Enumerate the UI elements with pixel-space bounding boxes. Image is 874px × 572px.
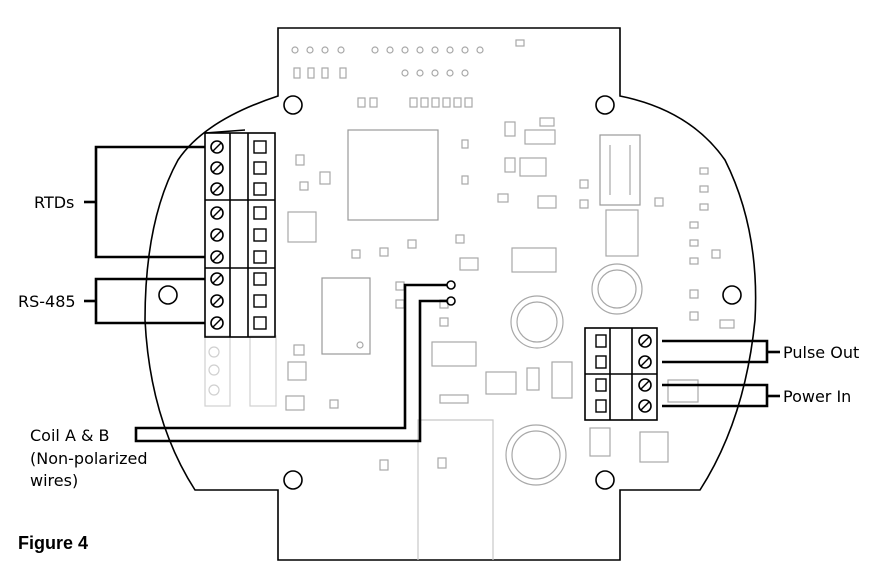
wire-entry-slot xyxy=(253,206,267,220)
mounting-holes xyxy=(158,95,742,490)
terminal-screw xyxy=(210,316,224,330)
screw-slot xyxy=(640,336,650,346)
rs485-label: RS-485 xyxy=(18,292,76,311)
power-in-bracket xyxy=(662,383,769,408)
terminal-screw xyxy=(210,161,224,175)
terminal-screw xyxy=(210,228,224,242)
screw-slot xyxy=(212,184,222,194)
terminal-screw xyxy=(638,334,652,348)
screw-slot xyxy=(212,274,222,284)
coil-label-line3: wires) xyxy=(30,471,79,490)
screw-slot xyxy=(640,380,650,390)
left-terminal-block xyxy=(204,129,276,338)
wire-entry-slot xyxy=(253,228,267,242)
board-outline xyxy=(144,27,757,561)
wire-entry-slot xyxy=(253,250,267,264)
right-terminal-slots xyxy=(595,334,607,413)
terminal-screw xyxy=(210,294,224,308)
terminal-screw xyxy=(638,378,652,392)
terminal-screw xyxy=(210,182,224,196)
wire-entry-slot xyxy=(595,378,607,392)
rtds-label: RTDs xyxy=(34,193,75,212)
terminal-screw xyxy=(638,355,652,369)
coil-label-line1: Coil A & B xyxy=(30,426,110,445)
terminal-screw xyxy=(638,399,652,413)
right-terminal-screws xyxy=(638,334,652,413)
screw-slot xyxy=(212,318,222,328)
leader-lines xyxy=(84,145,780,443)
screw-slot xyxy=(212,252,222,262)
wire-entry-slot xyxy=(253,272,267,286)
pcb-components xyxy=(204,39,735,560)
wire-entry-slot xyxy=(595,399,607,413)
wire-entry-slot xyxy=(595,355,607,369)
wire-entry-slot xyxy=(253,140,267,154)
wire-entry-slot xyxy=(253,294,267,308)
wire-entry-slot xyxy=(253,316,267,330)
terminal-screw xyxy=(210,140,224,154)
coil-label-line2: (Non-polarized xyxy=(30,449,148,468)
coil-wire-a xyxy=(134,283,447,443)
terminal-screw xyxy=(210,250,224,264)
left-terminal-screws xyxy=(210,140,224,330)
wire-entry-slot xyxy=(253,161,267,175)
rs485-bracket xyxy=(94,277,205,325)
screw-slot xyxy=(212,142,222,152)
figure-caption: Figure 4 xyxy=(18,533,89,553)
power-in-label: Power In xyxy=(783,387,852,406)
screw-slot xyxy=(212,296,222,306)
screw-slot xyxy=(640,401,650,411)
left-terminal-slots xyxy=(253,140,267,330)
terminal-screw xyxy=(210,206,224,220)
right-terminal-block xyxy=(584,327,658,421)
screw-slot xyxy=(212,208,222,218)
wire-entry-slot xyxy=(595,334,607,348)
pulse-out-label: Pulse Out xyxy=(783,343,860,362)
screw-slot xyxy=(640,357,650,367)
terminal-screw xyxy=(210,272,224,286)
screw-slot xyxy=(212,230,222,240)
wire-entry-slot xyxy=(253,182,267,196)
screw-slot xyxy=(212,163,222,173)
